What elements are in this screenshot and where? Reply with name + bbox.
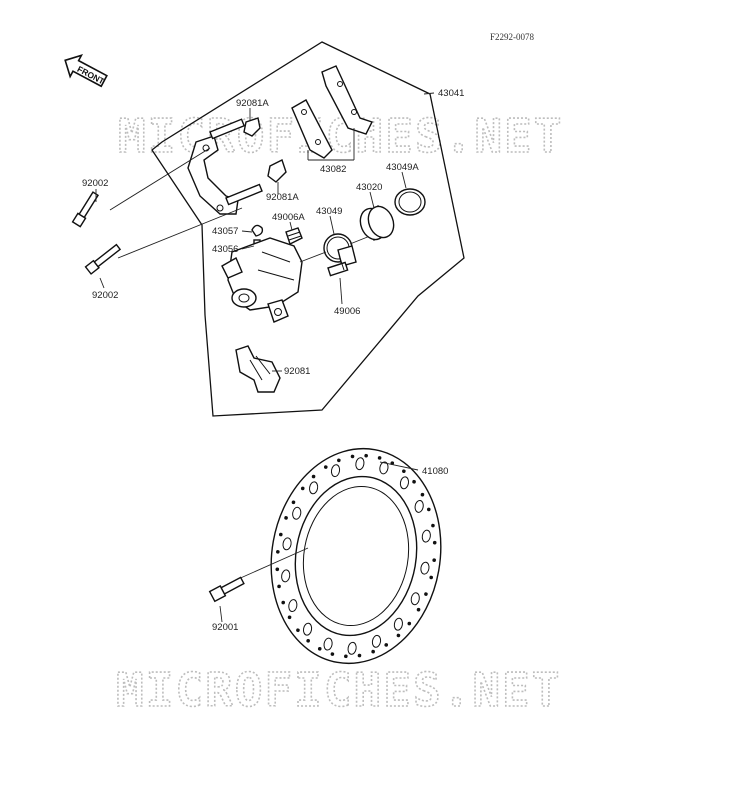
label-43056: 43056 <box>212 244 238 255</box>
caliper-assembly-outline <box>151 41 465 417</box>
pad-spring-clip-mid <box>267 159 287 183</box>
disc-hole-small <box>384 643 389 647</box>
slide-pin-49006 <box>327 245 357 277</box>
disc-hole-small <box>416 607 421 612</box>
disc-hole-large <box>379 461 389 475</box>
disc-hole-small <box>407 621 412 626</box>
disc-hole-small <box>357 653 362 658</box>
label-43049a: 43049A <box>386 162 419 173</box>
brake-pad-front <box>291 99 333 159</box>
label-49006: 49006 <box>334 306 360 317</box>
disc-hole-large <box>323 637 333 651</box>
brake-disc <box>270 447 442 665</box>
caliper-bracket <box>187 118 263 215</box>
disc-hole-large <box>282 537 292 551</box>
disc-hole-large <box>414 499 424 513</box>
pad-spring-92081 <box>235 345 281 393</box>
disc-hole-small <box>344 654 348 659</box>
disc-hole-small <box>402 469 406 474</box>
front-arrow-icon: FRONT <box>64 54 108 88</box>
brake-pad-rear <box>321 65 373 135</box>
label-92001: 92001 <box>212 622 238 633</box>
disc-hole-large <box>330 464 341 478</box>
label-92081: 92081 <box>284 366 310 377</box>
disc-bolt-92001 <box>208 576 245 603</box>
disc-hole-large <box>309 481 319 495</box>
bolt-92002-lower <box>84 243 122 275</box>
watermark-bottom: MICROFICHES.NET <box>116 663 561 717</box>
disc-hole-small <box>431 523 435 528</box>
disc-hole-small <box>296 628 300 633</box>
disc-hole-small <box>311 474 316 479</box>
disc-hole-small <box>277 584 281 589</box>
caliper-piston <box>359 204 395 242</box>
disc-hole-small <box>337 458 341 463</box>
label-41080: 41080 <box>422 466 448 477</box>
label-43041: 43041 <box>438 88 464 99</box>
disc-hole-large <box>288 599 298 613</box>
disc-hole-large <box>421 529 431 543</box>
disc-hole-small <box>300 486 305 491</box>
dust-boot-49006a <box>285 227 303 245</box>
disc-hole-small <box>371 649 375 654</box>
disc-hole-small <box>432 558 436 562</box>
disc-hole-small <box>364 453 368 458</box>
disc-hole-small <box>278 532 283 537</box>
disc-hole-large <box>410 592 420 606</box>
disc-hole-small <box>287 615 292 620</box>
disc-hole-large <box>355 457 365 471</box>
label-49006a: 49006A <box>272 212 305 223</box>
caliper-body <box>221 237 303 323</box>
disc-hole-large <box>302 622 313 636</box>
disc-hole-small <box>426 507 431 512</box>
disc-hole-large <box>292 506 302 520</box>
disc-hole-small <box>306 638 310 643</box>
disc-hole-small <box>350 454 355 459</box>
label-43057: 43057 <box>212 226 238 237</box>
disc-hole-small <box>429 575 434 580</box>
label-92002-lower: 92002 <box>92 290 118 301</box>
disc-hole-small <box>317 647 322 651</box>
disc-hole-large <box>371 634 382 648</box>
pad-spring-clip-top <box>243 117 261 137</box>
label-92002-upper: 92002 <box>82 178 108 189</box>
disc-hole-large <box>399 476 410 490</box>
disc-hole-small <box>432 540 437 545</box>
disc-hole-large <box>420 561 430 575</box>
bolt-92002-upper <box>71 191 100 228</box>
disc-hole-small <box>396 633 401 638</box>
disc-hole-large <box>393 617 403 631</box>
disc-hole-small <box>284 516 288 520</box>
label-92081a-mid: 92081A <box>266 192 299 203</box>
disc-hole-small <box>275 567 280 572</box>
disc-hole-small <box>276 550 280 554</box>
bleeder-cap <box>251 224 264 237</box>
disc-hole-small <box>420 492 425 497</box>
disc-hole-small <box>424 592 428 596</box>
disc-hole-small <box>323 465 328 469</box>
label-43049: 43049 <box>316 206 342 217</box>
figure-code: F2292-0078 <box>490 32 535 42</box>
disc-hole-small <box>330 652 335 656</box>
label-43082: 43082 <box>320 164 346 175</box>
disc-hole-small <box>377 456 382 460</box>
watermark-top: MICROFICHES.NET <box>118 109 563 163</box>
disc-hole-small <box>412 479 416 484</box>
disc-hole-small <box>291 500 296 505</box>
disc-hole-large <box>281 569 291 583</box>
dust-seal-43049a <box>394 188 426 216</box>
disc-hole-large <box>347 641 357 655</box>
label-92081a-top: 92081A <box>236 98 269 109</box>
label-43020: 43020 <box>356 182 382 193</box>
disc-hole-small <box>281 600 286 605</box>
